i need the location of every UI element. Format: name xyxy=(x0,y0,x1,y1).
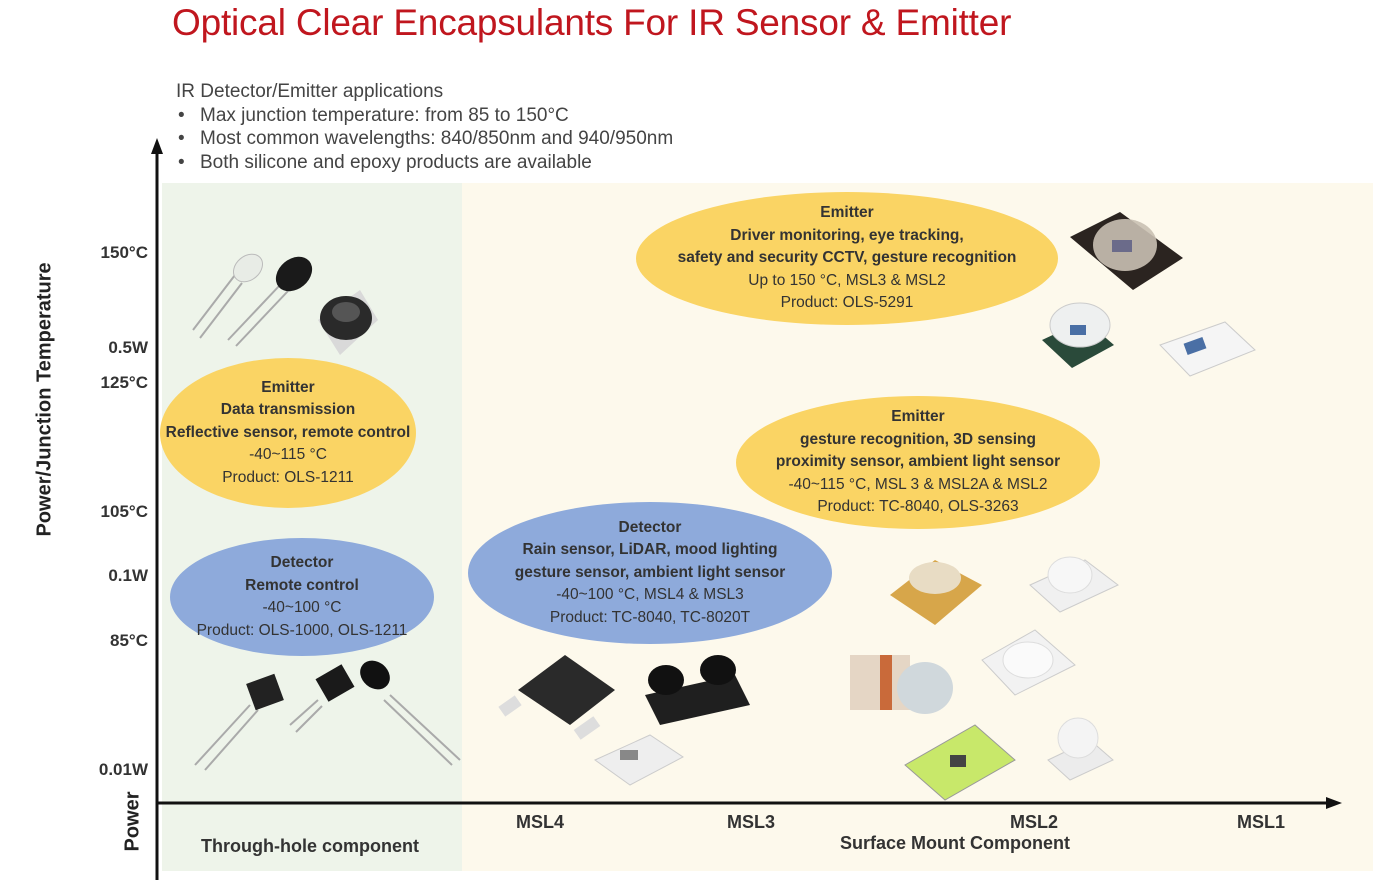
bubble-product: Product: TC-8040, TC-8020T xyxy=(549,608,751,626)
through-hole-led-icon xyxy=(192,253,313,347)
detector-bubble-center: Detector Rain sensor, LiDAR, mood lighti… xyxy=(468,502,832,644)
bubble-application: Remote control xyxy=(245,576,359,594)
detector-bubble-left: Detector Remote control -40~100 °C Produ… xyxy=(170,538,434,656)
intro-block: IR Detector/Emitter applications •Max ju… xyxy=(176,80,673,174)
y-tick-125c: 125°C xyxy=(100,373,148,392)
bubble-product: Product: OLS-1211 xyxy=(222,468,354,486)
bubble-application: gesture recognition, 3D sensing xyxy=(800,430,1036,448)
small-dome-led-icon xyxy=(1047,717,1114,781)
smd-label: Surface Mount Component xyxy=(840,833,1070,853)
side-view-led-icon xyxy=(850,655,953,714)
dual-dome-package-icon xyxy=(645,655,750,725)
bubble-application: gesture sensor, ambient light sensor xyxy=(514,563,786,581)
x-axis-arrow xyxy=(1326,797,1342,809)
flat-smd-led-icon xyxy=(1159,321,1256,377)
emitter-bubble-right: Emitter gesture recognition, 3D sensing … xyxy=(736,396,1100,529)
bubble-application: Data transmission xyxy=(220,401,356,419)
bubble-spec: -40~100 °C, MSL4 & MSL3 xyxy=(556,586,744,604)
bubble-type: Emitter xyxy=(261,378,315,396)
bubble-application: Driver monitoring, eye tracking, xyxy=(730,226,964,244)
bubble-type: Detector xyxy=(618,518,682,536)
bubble-type: Emitter xyxy=(820,204,874,222)
white-smd-icon xyxy=(594,734,684,786)
bubble-application: Reflective sensor, remote control xyxy=(165,423,411,441)
y-tick-0-01w: 0.01W xyxy=(98,760,148,779)
smd-package-icon xyxy=(498,655,615,740)
intro-bullet: •Most common wavelengths: 840/850nm and … xyxy=(178,128,674,149)
ir-receiver-icon xyxy=(194,660,461,771)
y-tick-85c: 85°C xyxy=(110,631,148,650)
bubble-application: Rain sensor, LiDAR, mood lighting xyxy=(522,541,778,559)
through-hole-label: Through-hole component xyxy=(201,836,419,856)
bubble-application: safety and security CCTV, gesture recogn… xyxy=(677,249,1017,267)
emitter-bubble-left: Emitter Data transmission Reflective sen… xyxy=(160,358,416,508)
silicone-dome-led-icon xyxy=(1042,302,1114,368)
y-tick-0-1w: 0.1W xyxy=(108,566,148,585)
x-tick-msl3: MSL3 xyxy=(727,812,776,832)
intro-heading: IR Detector/Emitter applications xyxy=(176,81,444,102)
gold-emitter-icon xyxy=(890,560,982,625)
bubble-type: Emitter xyxy=(891,408,945,426)
y-tick-150c: 150°C xyxy=(100,243,148,262)
y-tick-105c: 105°C xyxy=(100,502,148,521)
intro-bullet: •Max junction temperature: from 85 to 15… xyxy=(178,104,569,126)
page-title: Optical Clear Encapsulants For IR Sensor… xyxy=(172,2,1012,43)
bubble-spec: -40~115 °C xyxy=(249,446,327,464)
white-dome-smd-icon xyxy=(981,629,1076,696)
bubble-application: proximity sensor, ambient light sensor xyxy=(775,453,1061,471)
y-tick-0-5w: 0.5W xyxy=(108,338,148,357)
bubble-product: Product: OLS-1000, OLS-1211 xyxy=(196,621,408,639)
clear-dome-smd-icon xyxy=(1029,556,1119,613)
bubble-type: Detector xyxy=(270,554,334,571)
emitter-bubble-top: Emitter Driver monitoring, eye tracking,… xyxy=(636,192,1058,325)
bubble-spec: -40~100 °C xyxy=(262,599,342,616)
x-tick-msl1: MSL1 xyxy=(1237,812,1286,832)
ceramic-emitter-icon xyxy=(1070,212,1183,290)
y-axis-arrow xyxy=(151,138,163,154)
smd-detector-icon xyxy=(318,290,378,355)
x-tick-msl4: MSL4 xyxy=(516,812,565,832)
bubble-spec: -40~115 °C, MSL 3 & MSL2A & MSL2 xyxy=(788,475,1048,493)
through-hole-panel xyxy=(162,183,462,871)
bubble-product: Product: OLS-5291 xyxy=(780,294,914,312)
bubble-spec: Up to 150 °C, MSL3 & MSL2 xyxy=(748,271,946,289)
intro-bullet: •Both silicone and epoxy products are av… xyxy=(178,151,592,173)
bubble-product: Product: TC-8040, OLS-3263 xyxy=(817,498,1019,516)
x-tick-msl2: MSL2 xyxy=(1010,812,1059,832)
yellow-green-smd-icon xyxy=(904,724,1016,801)
